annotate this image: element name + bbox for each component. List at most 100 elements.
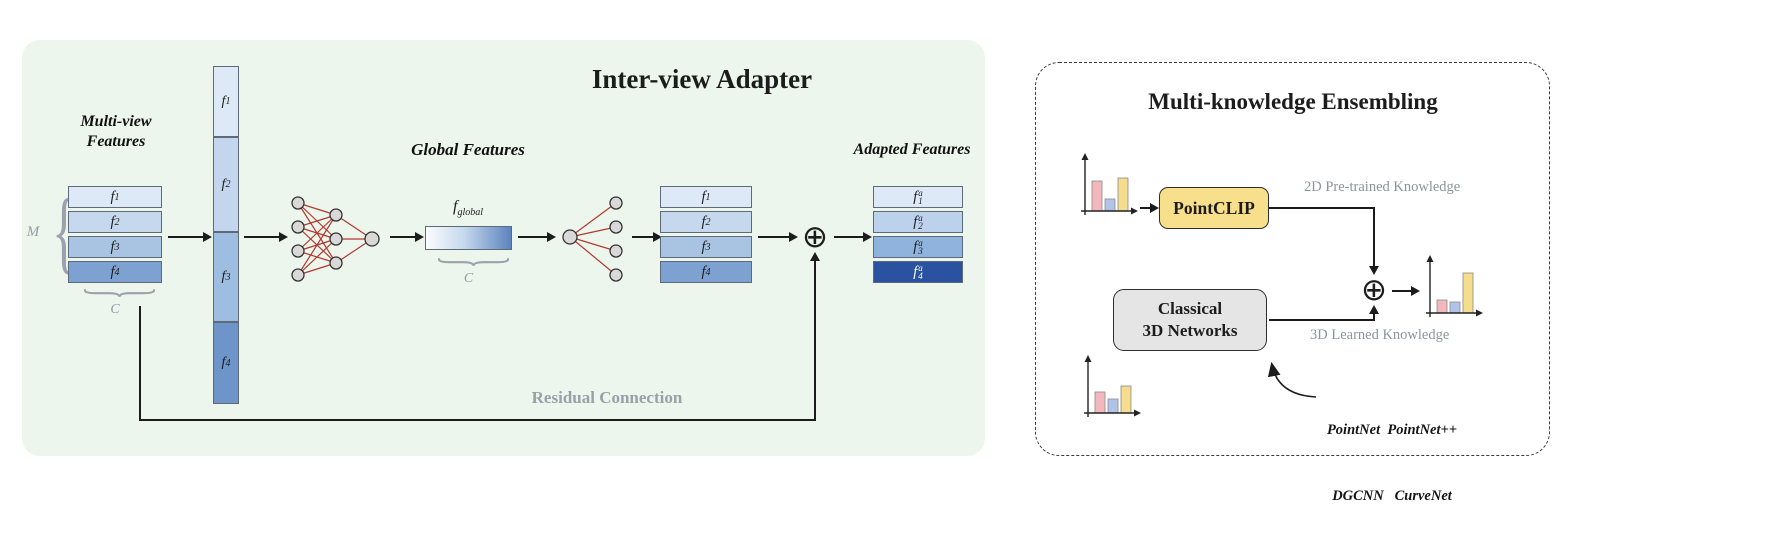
feature-label-sup: a <box>918 237 923 248</box>
feature-label: f <box>110 238 115 255</box>
m-dimension-label: M <box>26 224 40 240</box>
feature-label-sub: 1 <box>225 96 231 107</box>
mlp-decoder-icon <box>562 196 623 282</box>
feature-label-sub: 3 <box>918 246 923 256</box>
pointclip-label: PointCLIP <box>1173 197 1255 218</box>
bar-chart-3d-icon <box>1084 355 1141 417</box>
bar-chart-result-icon <box>1426 255 1483 317</box>
arrow-icon <box>632 232 662 242</box>
global-feature-bar <box>425 226 512 250</box>
multiview-label-line2: Features <box>86 133 146 150</box>
multiview-features-label: Multi-view Features <box>50 112 182 152</box>
arrow-icon <box>1392 286 1420 296</box>
adapted-features-label: Adapted Features <box>853 141 971 158</box>
feature-label: f <box>701 238 706 255</box>
classical-label-line1: Classical <box>1157 299 1223 318</box>
bar-chart-2d-icon <box>1081 153 1138 215</box>
arrow-icon <box>244 232 288 242</box>
f-global-label: fglobal <box>418 198 518 218</box>
knowledge-2d-arrow <box>1369 207 1379 275</box>
feature-label-sub: 2 <box>705 216 711 228</box>
sum-icon: ⊕ <box>802 219 828 255</box>
multi-knowledge-panel: Multi-knowledge Ensembling PointCLIP 2D … <box>1035 62 1550 504</box>
feature-label: f <box>913 238 918 255</box>
feature-label-sub: 1 <box>705 191 711 203</box>
pointclip-box: PointCLIP <box>1159 187 1269 229</box>
inter-view-adapter-title: Inter-view Adapter <box>591 64 813 94</box>
classical-3d-box: Classical 3D Networks <box>1113 289 1267 351</box>
feature-label-sub: 1 <box>114 191 120 203</box>
arrow-icon <box>758 232 798 242</box>
feature-label-sub: 2 <box>918 221 923 231</box>
networks-list: PointNet PointNet++ DGCNN CurveNet <box>1286 375 1498 551</box>
feature-label: f <box>913 188 918 205</box>
feature-label-sub: 4 <box>225 357 231 369</box>
feature-label: f <box>110 213 115 230</box>
knowledge-3d-label: 3D Learned Knowledge <box>1310 327 1450 343</box>
mlp-encoder-icon <box>291 196 380 282</box>
networks-line1: PointNet PointNet++ <box>1326 422 1458 438</box>
feature-label-sub: 3 <box>114 241 120 253</box>
feature-label: f <box>701 188 706 205</box>
inter-view-adapter-panel: Inter-view Adapter Multi-view Features M… <box>22 40 985 456</box>
feature-label: f <box>110 263 115 280</box>
arrow-icon <box>518 232 556 242</box>
feature-label: f <box>701 213 706 230</box>
global-features-label: Global Features <box>411 140 525 159</box>
classical-label-line2: 3D Networks <box>1142 321 1238 340</box>
feature-label-sub: 4 <box>705 266 711 278</box>
networks-line2: DGCNN CurveNet <box>1332 488 1452 504</box>
f-global-sub: global <box>457 207 483 219</box>
residual-connection-path <box>139 306 141 421</box>
feature-label: f <box>221 93 226 109</box>
residual-connection-arrow <box>810 252 820 421</box>
feature-label-sub: 1 <box>918 196 923 206</box>
feature-label-sub: 3 <box>705 241 711 253</box>
feature-label-sub: 2 <box>225 179 231 190</box>
knowledge-3d-arrow <box>1369 305 1379 321</box>
feature-label: f <box>110 188 115 205</box>
c-brace-icon: { <box>67 286 163 300</box>
ensemble-sum-icon: ⊕ <box>1361 272 1387 308</box>
feature-label: f <box>913 213 918 230</box>
feature-label-sub: 3 <box>225 271 231 283</box>
arrow-icon <box>1140 203 1159 213</box>
knowledge-2d-label: 2D Pre-trained Knowledge <box>1304 179 1461 195</box>
knowledge-3d-path <box>1269 319 1375 321</box>
feature-label-sub: 4 <box>918 271 923 281</box>
arrow-icon <box>390 232 424 242</box>
multi-knowledge-title: Multi-knowledge Ensembling <box>1148 89 1438 114</box>
global-c-brace-icon: { <box>420 255 517 269</box>
multiview-label-line1: Multi-view <box>80 113 152 130</box>
feature-label: f <box>701 263 706 280</box>
feature-label-sub: 4 <box>114 266 120 278</box>
feature-label-sup: a <box>918 212 923 223</box>
feature-label: f <box>913 263 918 280</box>
feature-label: f <box>221 269 226 284</box>
residual-connection-label: Residual Connection <box>531 388 683 407</box>
arrow-icon <box>834 232 872 242</box>
arrow-icon <box>168 232 212 242</box>
global-c-label: C <box>463 271 474 286</box>
feature-label-sup: a <box>918 187 923 198</box>
residual-connection-path <box>139 419 816 421</box>
feature-label: f <box>221 355 226 370</box>
feature-label-sub: 2 <box>114 216 120 228</box>
